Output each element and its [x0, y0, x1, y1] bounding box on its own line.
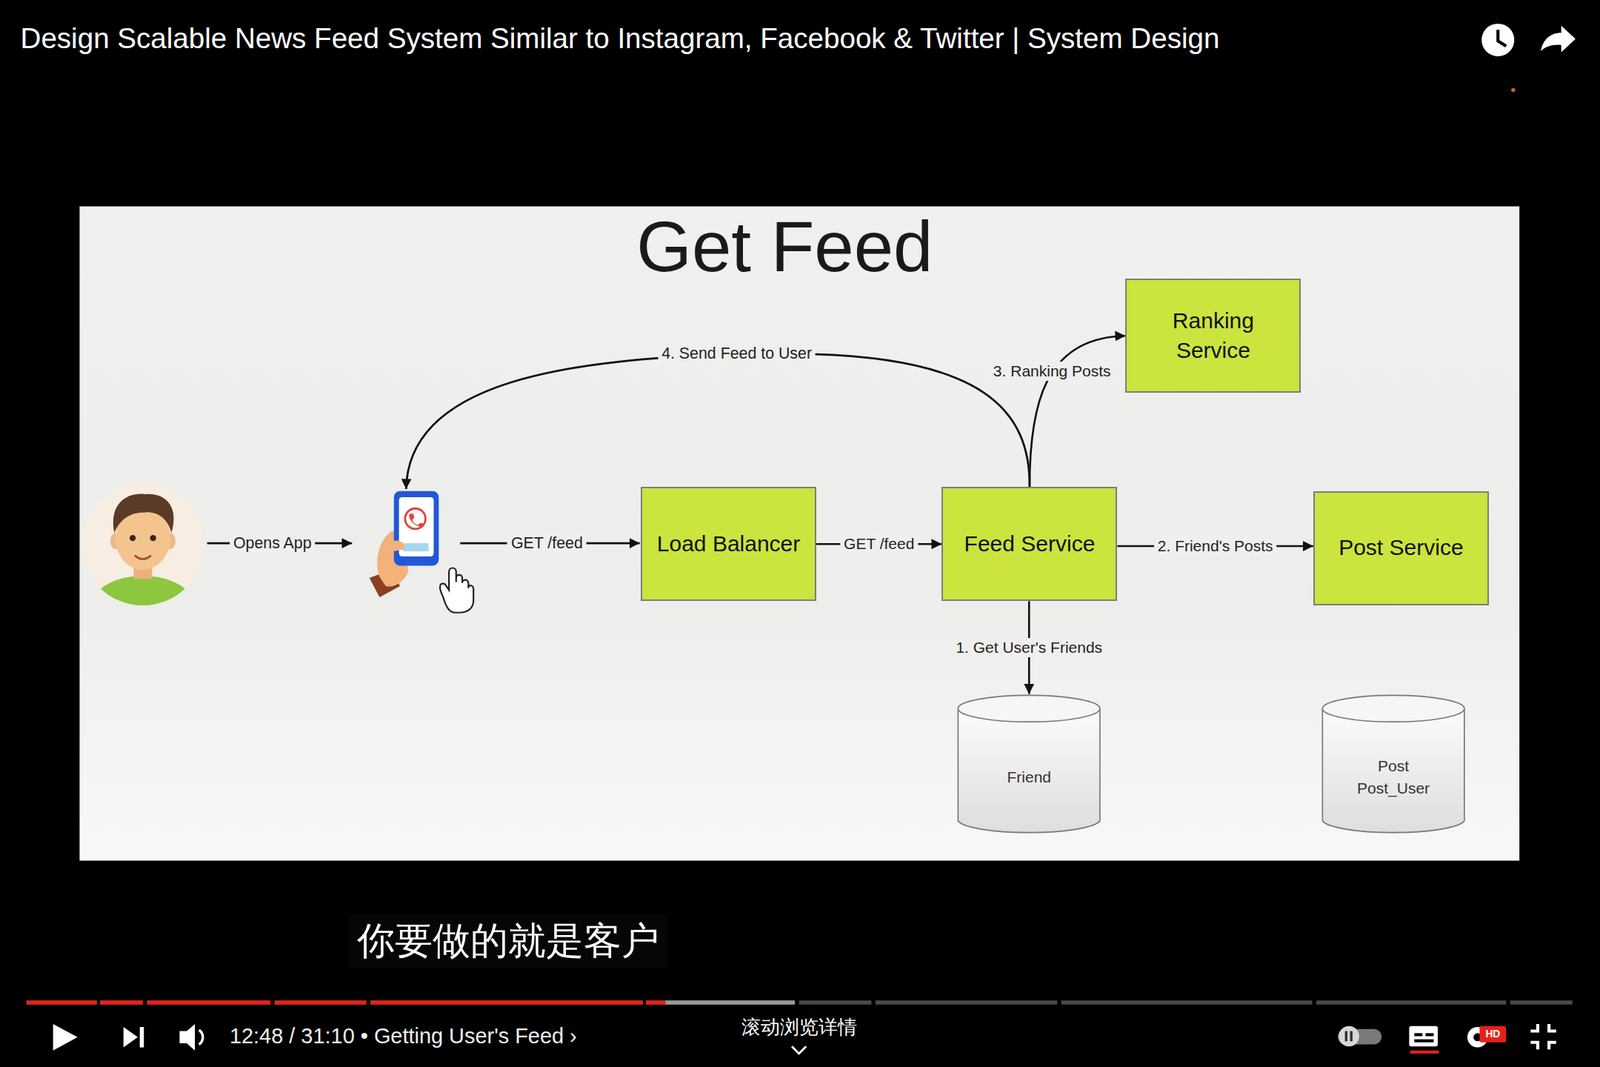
subtitle-caption: 你要做的就是客户: [348, 914, 669, 969]
slide-background: [79, 205, 1520, 860]
service-box: Feed Service: [941, 486, 1118, 601]
service-box: Load Balancer: [640, 486, 817, 601]
time-chapter: 12:48 / 31:10 • Getting User's Feed ›: [229, 1023, 578, 1049]
player-icons: [26, 23, 1576, 1054]
service-box: Post Service: [1313, 491, 1489, 606]
edge-label: 1. Get User's Friends: [951, 637, 1106, 658]
node-label: Feed Service: [964, 528, 1096, 560]
user-avatar: [79, 482, 206, 623]
video-title: Design Scalable News Feed System Similar…: [20, 22, 1220, 55]
database-cylinder: Friend: [957, 694, 1101, 835]
pointer-hand-icon: [440, 567, 474, 612]
node-label: Ranking Service: [1157, 305, 1269, 366]
phone-in-hand: [369, 491, 440, 598]
node-label: Post_User: [1357, 777, 1430, 799]
arrow-label: 4. Send Feed to User: [657, 342, 816, 363]
arrow-label: Opens App: [229, 532, 316, 553]
node-label: Friend: [1006, 765, 1052, 788]
connector: [1029, 335, 1126, 487]
hd-badge: HD: [1485, 1028, 1500, 1040]
edge-label: 3. Ranking Posts: [989, 361, 1115, 381]
cylinder-outline: [957, 694, 1101, 835]
arrow-label: GET /feed: [507, 532, 587, 553]
flow-arrows: [207, 354, 1030, 543]
node-label: Post: [1377, 754, 1409, 777]
node-label: Load Balancer: [657, 528, 800, 560]
edge-label: 2. Friend's Posts: [1154, 536, 1278, 556]
service-box: Ranking Service: [1125, 278, 1301, 393]
scroll-hint: 滚动浏览详情: [741, 1013, 858, 1040]
node-label: Post Service: [1338, 532, 1463, 563]
slide-title: Get Feed: [636, 205, 933, 288]
database-cylinder: PostPost_User: [1321, 694, 1466, 835]
edge-label: GET /feed: [840, 534, 918, 554]
